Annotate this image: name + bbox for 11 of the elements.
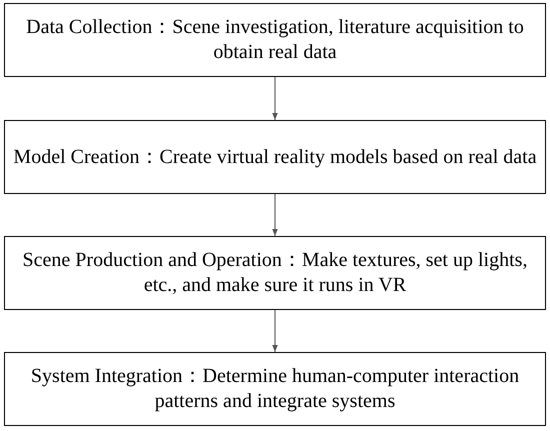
step-text: Data Collection：Scene investigation, literature acquisition to obtain real data [25,15,525,65]
step-text: Model Creation：Create virtual reality models based on real data [12,144,538,170]
step-text: System Integration：Determine human-computer interaction patterns and integrate systems [30,364,520,414]
arrow [272,76,278,120]
process-box [4,120,546,194]
arrow [272,310,278,352]
arrow [272,194,278,236]
process-box [4,236,546,310]
process-box [4,3,546,77]
step-text: Scene Production and Operation：Make textures, set up lights, etc., and make sure it runs in VR [22,248,528,298]
process-box [4,352,546,426]
